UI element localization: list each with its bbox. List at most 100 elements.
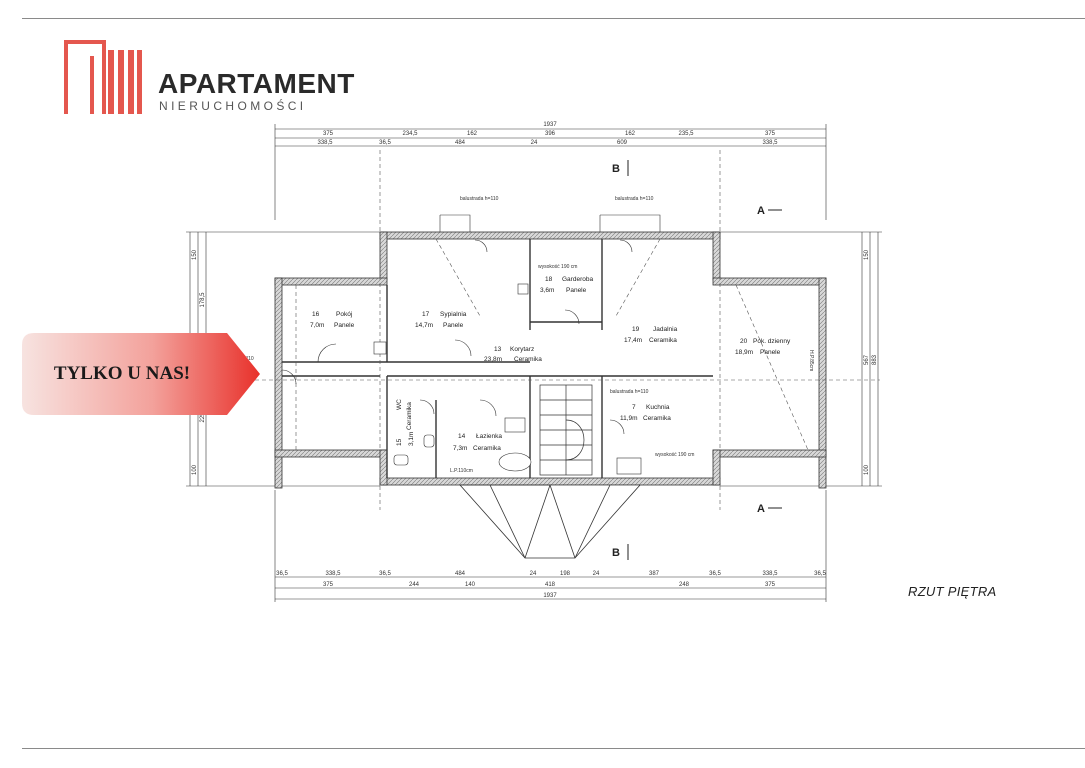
room-area: 7,0m: [310, 322, 324, 329]
dim-label: 140: [465, 582, 476, 588]
dim-label: 24: [531, 140, 538, 146]
hp-note: H.P.85cm: [808, 350, 814, 371]
dim-label: 36,5: [379, 140, 391, 146]
dim-label: 375: [765, 131, 776, 137]
balustrade-label: balustrada h=110: [615, 196, 654, 202]
section-marker-b-bottom: B: [612, 547, 620, 559]
room-13: 13 Korytarz 23,8m Ceramika: [484, 346, 542, 363]
room-20: 20 Pok. dzienny 18,9m Panele: [735, 338, 791, 356]
room-area: 3,1m: [408, 432, 415, 446]
dim-label: 36,5: [379, 571, 391, 577]
room-name: Jadalnia: [653, 326, 678, 333]
room-number: 7: [632, 404, 636, 411]
room-floor: Ceramika: [649, 337, 677, 344]
room-number: 13: [494, 346, 502, 353]
room-number: 20: [740, 338, 748, 345]
dim-label: 244: [409, 582, 420, 588]
bottom-dimensions: [274, 490, 827, 602]
section-marker-a-bottom: A: [757, 503, 765, 515]
room-name: Pokój: [336, 311, 352, 318]
dim-label: 100: [192, 464, 198, 475]
dim-label: 484: [455, 140, 466, 146]
room-name: Kuchnia: [646, 404, 670, 411]
room-floor: Panele: [334, 322, 355, 329]
room-floor: Ceramika: [643, 415, 671, 422]
top-dimensions: [274, 124, 827, 220]
room-floor: Panele: [566, 287, 587, 294]
room-name: Łazienka: [476, 433, 502, 440]
dim-label: 150: [192, 249, 198, 260]
plan-caption: RZUT PIĘTRA: [908, 584, 997, 599]
room-area: 17,4m: [624, 337, 642, 344]
room-name: Korytarz: [510, 346, 534, 353]
balustrade-label: balustrada h=110: [610, 389, 649, 395]
badge-label: TYLKO U NAS!: [53, 363, 191, 384]
dim-label: 162: [467, 131, 478, 137]
room-floor: Ceramika: [514, 356, 542, 363]
dim-label: 375: [323, 582, 334, 588]
room-number: 15: [396, 438, 403, 446]
dim-label: 234,5: [402, 131, 418, 137]
dim-label: 235,5: [678, 131, 694, 137]
dim-label: 178,5: [200, 292, 206, 308]
dim-label: 338,5: [762, 140, 778, 146]
room-floor: Panele: [760, 349, 781, 356]
brand-name: APARTAMENT: [158, 68, 355, 99]
dim-label: 100: [864, 464, 870, 475]
dim-label: 609: [617, 140, 628, 146]
room-floor: Panele: [443, 322, 464, 329]
room-area: 14,7m: [415, 322, 433, 329]
balustrade-label: balustrada h=110: [460, 196, 499, 202]
room-number: 17: [422, 311, 430, 318]
room-floor: Ceramika: [473, 445, 501, 452]
dim-label: 484: [455, 571, 466, 577]
doors: [281, 239, 633, 435]
exclusive-badge: [22, 333, 260, 415]
room-floor: WC: [396, 399, 403, 410]
section-markers: A A B B: [612, 163, 765, 559]
room-7: 7 Kuchnia 11,9m Ceramika: [620, 404, 671, 422]
dim-label: 24: [593, 571, 600, 577]
page-frame: [22, 18, 1085, 749]
room-19: 19 Jadalnia 17,4m Ceramika: [624, 326, 678, 344]
exterior-walls: [274, 231, 827, 489]
dim-label: 150: [864, 249, 870, 260]
dim-label: 36,5: [814, 571, 826, 577]
room-area: 7,3m: [453, 445, 467, 452]
room-number: 16: [312, 311, 320, 318]
dim-label: 36,5: [709, 571, 721, 577]
room-number: 14: [458, 433, 466, 440]
dim-label: 198: [560, 571, 571, 577]
height-note: wysokość 190 cm: [538, 264, 577, 270]
dim-label: 567: [864, 354, 870, 365]
staircase: [539, 384, 593, 476]
section-marker-a-top: A: [757, 205, 765, 217]
room-18: 18 Garderoba 3,6m Panele: [540, 276, 593, 294]
dim-label: 24: [530, 571, 537, 577]
dim-label: 396: [545, 131, 556, 137]
dim-label: 375: [323, 131, 334, 137]
room-area: 23,8m: [484, 356, 502, 363]
bay-window: [459, 484, 641, 559]
section-marker-b-top: B: [612, 163, 620, 175]
dim-label: 36,5: [276, 571, 288, 577]
room-name: Sypialnia: [440, 311, 467, 318]
interior-walls: [282, 239, 713, 478]
fixtures: [373, 283, 642, 475]
room-number: 19: [632, 326, 640, 333]
room-area: 3,6m: [540, 287, 554, 294]
lp-note: L.P.110cm: [450, 468, 473, 474]
height-note: wysokość 190 cm: [655, 452, 694, 458]
room-name: Ceramika: [406, 402, 413, 430]
room-area: 11,9m: [620, 415, 638, 422]
room-name: Pok. dzienny: [753, 338, 791, 345]
room-17: 17 Sypialnia 14,7m Panele: [415, 311, 467, 329]
dim-label: 387: [649, 571, 660, 577]
brand-logo-icon: [64, 40, 142, 114]
room-labels: 16 Pokój 7,0m Panele 17 Sypialnia 14,7m …: [310, 276, 791, 452]
room-number: 18: [545, 276, 553, 283]
room-15: 15 Ceramika 3,1m WC: [396, 399, 415, 446]
room-14: 14 Łazienka 7,3m Ceramika: [453, 433, 502, 452]
dim-label: 338,5: [325, 571, 341, 577]
